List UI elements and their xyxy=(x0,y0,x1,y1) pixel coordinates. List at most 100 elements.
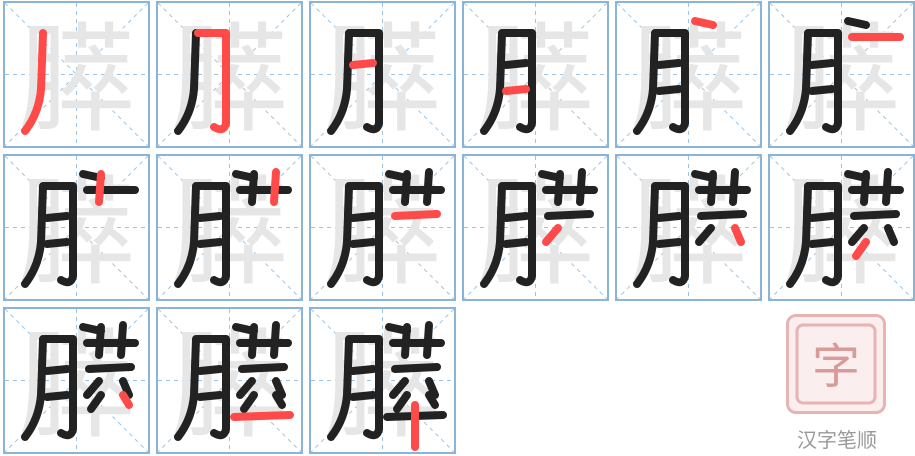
completed-stroke xyxy=(844,17,870,29)
guide-line xyxy=(158,156,301,299)
completed-stroke xyxy=(174,335,200,441)
guide-line xyxy=(770,3,913,146)
stroke-step-drawing: 膵 xyxy=(158,3,301,146)
completed-stroke xyxy=(697,210,747,220)
current-stroke xyxy=(391,210,441,220)
completed-stroke xyxy=(808,85,836,95)
completed-stroke xyxy=(95,323,105,359)
completed-stroke xyxy=(655,212,683,222)
completed-stroke xyxy=(194,335,230,440)
completed-stroke xyxy=(808,212,836,222)
guide-line xyxy=(5,3,148,146)
completed-stroke xyxy=(882,168,892,206)
stroke-step-cell: 膵 xyxy=(462,154,609,301)
completed-stroke xyxy=(117,321,127,359)
current-stroke xyxy=(194,29,230,134)
stroke-step-drawing: 膵 xyxy=(311,156,454,299)
completed-stroke xyxy=(806,29,842,134)
current-stroke xyxy=(852,238,870,260)
completed-stroke xyxy=(707,170,717,206)
completed-stroke xyxy=(391,363,441,373)
completed-stroke xyxy=(236,377,256,399)
completed-stroke xyxy=(500,29,536,134)
stroke-step-drawing: 膵 xyxy=(5,3,148,146)
completed-stroke xyxy=(502,238,530,248)
completed-stroke xyxy=(327,29,353,135)
completed-stroke xyxy=(196,212,224,222)
completed-stroke xyxy=(576,168,586,206)
completed-stroke xyxy=(480,182,506,288)
stroke-step-drawing: 膵 xyxy=(158,309,301,452)
completed-stroke xyxy=(248,170,258,206)
stroke-step-drawing: 膵 xyxy=(464,3,607,146)
completed-stroke xyxy=(41,335,77,440)
completed-stroke xyxy=(83,377,103,399)
stroke-step-drawing: 膵 xyxy=(770,3,913,146)
guide-line xyxy=(770,156,913,299)
guide-line xyxy=(5,309,148,452)
completed-stroke xyxy=(43,212,71,222)
stroke-step-cell: 膵 xyxy=(156,154,303,301)
completed-stroke xyxy=(327,335,353,441)
completed-stroke xyxy=(196,391,224,401)
completed-stroke xyxy=(786,182,812,288)
completed-stroke xyxy=(21,182,47,288)
stroke-step-cell: 膵 xyxy=(768,1,915,148)
completed-stroke xyxy=(349,365,377,375)
logo-label: 汉字笔顺 xyxy=(797,428,877,452)
stroke-step-cell: 膵 xyxy=(309,307,456,454)
stroke-step-cell: 膵 xyxy=(615,1,762,148)
completed-stroke xyxy=(349,391,377,401)
ghost-character: 膵 xyxy=(17,11,135,146)
completed-stroke xyxy=(544,210,594,220)
logo-seal-icon: 字 xyxy=(795,323,877,405)
current-stroke xyxy=(21,29,47,135)
completed-stroke xyxy=(808,59,836,69)
completed-stroke xyxy=(270,321,280,359)
completed-stroke xyxy=(174,182,200,288)
completed-stroke xyxy=(502,59,530,69)
current-stroke xyxy=(502,85,530,95)
guide-line xyxy=(311,309,454,452)
completed-stroke xyxy=(85,363,135,373)
completed-stroke xyxy=(655,238,683,248)
completed-stroke xyxy=(194,182,230,287)
completed-stroke xyxy=(860,170,870,206)
guide-line xyxy=(311,3,454,146)
completed-stroke xyxy=(248,323,258,359)
completed-stroke xyxy=(21,335,47,441)
completed-stroke xyxy=(272,391,286,409)
guide-line xyxy=(158,3,301,146)
completed-stroke xyxy=(347,335,383,440)
completed-stroke xyxy=(119,377,133,399)
current-stroke xyxy=(95,170,105,206)
guide-line xyxy=(464,156,607,299)
guide-line xyxy=(158,309,301,452)
stroke-step-cell: 膵 xyxy=(156,307,303,454)
completed-stroke xyxy=(425,377,439,399)
stroke-step-cell: 膵 xyxy=(309,154,456,301)
stroke-step-cell: 膵 xyxy=(156,1,303,148)
completed-stroke xyxy=(349,212,377,222)
completed-stroke xyxy=(347,29,383,134)
completed-stroke xyxy=(633,182,659,288)
completed-stroke xyxy=(196,238,224,248)
stroke-step-cell: 膵 xyxy=(462,1,609,148)
stroke-step-drawing: 膵 xyxy=(617,156,760,299)
stroke-step-cell: 膵 xyxy=(309,1,456,148)
stroke-step-drawing: 膵 xyxy=(617,3,760,146)
stroke-step-drawing: 膵 xyxy=(464,156,607,299)
guide-line xyxy=(617,3,760,146)
current-stroke xyxy=(270,168,280,206)
stroke-step-cell: 膵 xyxy=(615,154,762,301)
stroke-step-drawing: 膵 xyxy=(5,309,148,452)
current-stroke xyxy=(542,224,562,246)
completed-stroke xyxy=(401,170,411,206)
completed-stroke xyxy=(633,29,659,135)
completed-stroke xyxy=(806,182,842,287)
guide-line xyxy=(311,156,454,299)
completed-stroke xyxy=(655,59,683,69)
completed-stroke xyxy=(240,391,258,413)
completed-stroke xyxy=(502,212,530,222)
completed-stroke xyxy=(43,238,71,248)
